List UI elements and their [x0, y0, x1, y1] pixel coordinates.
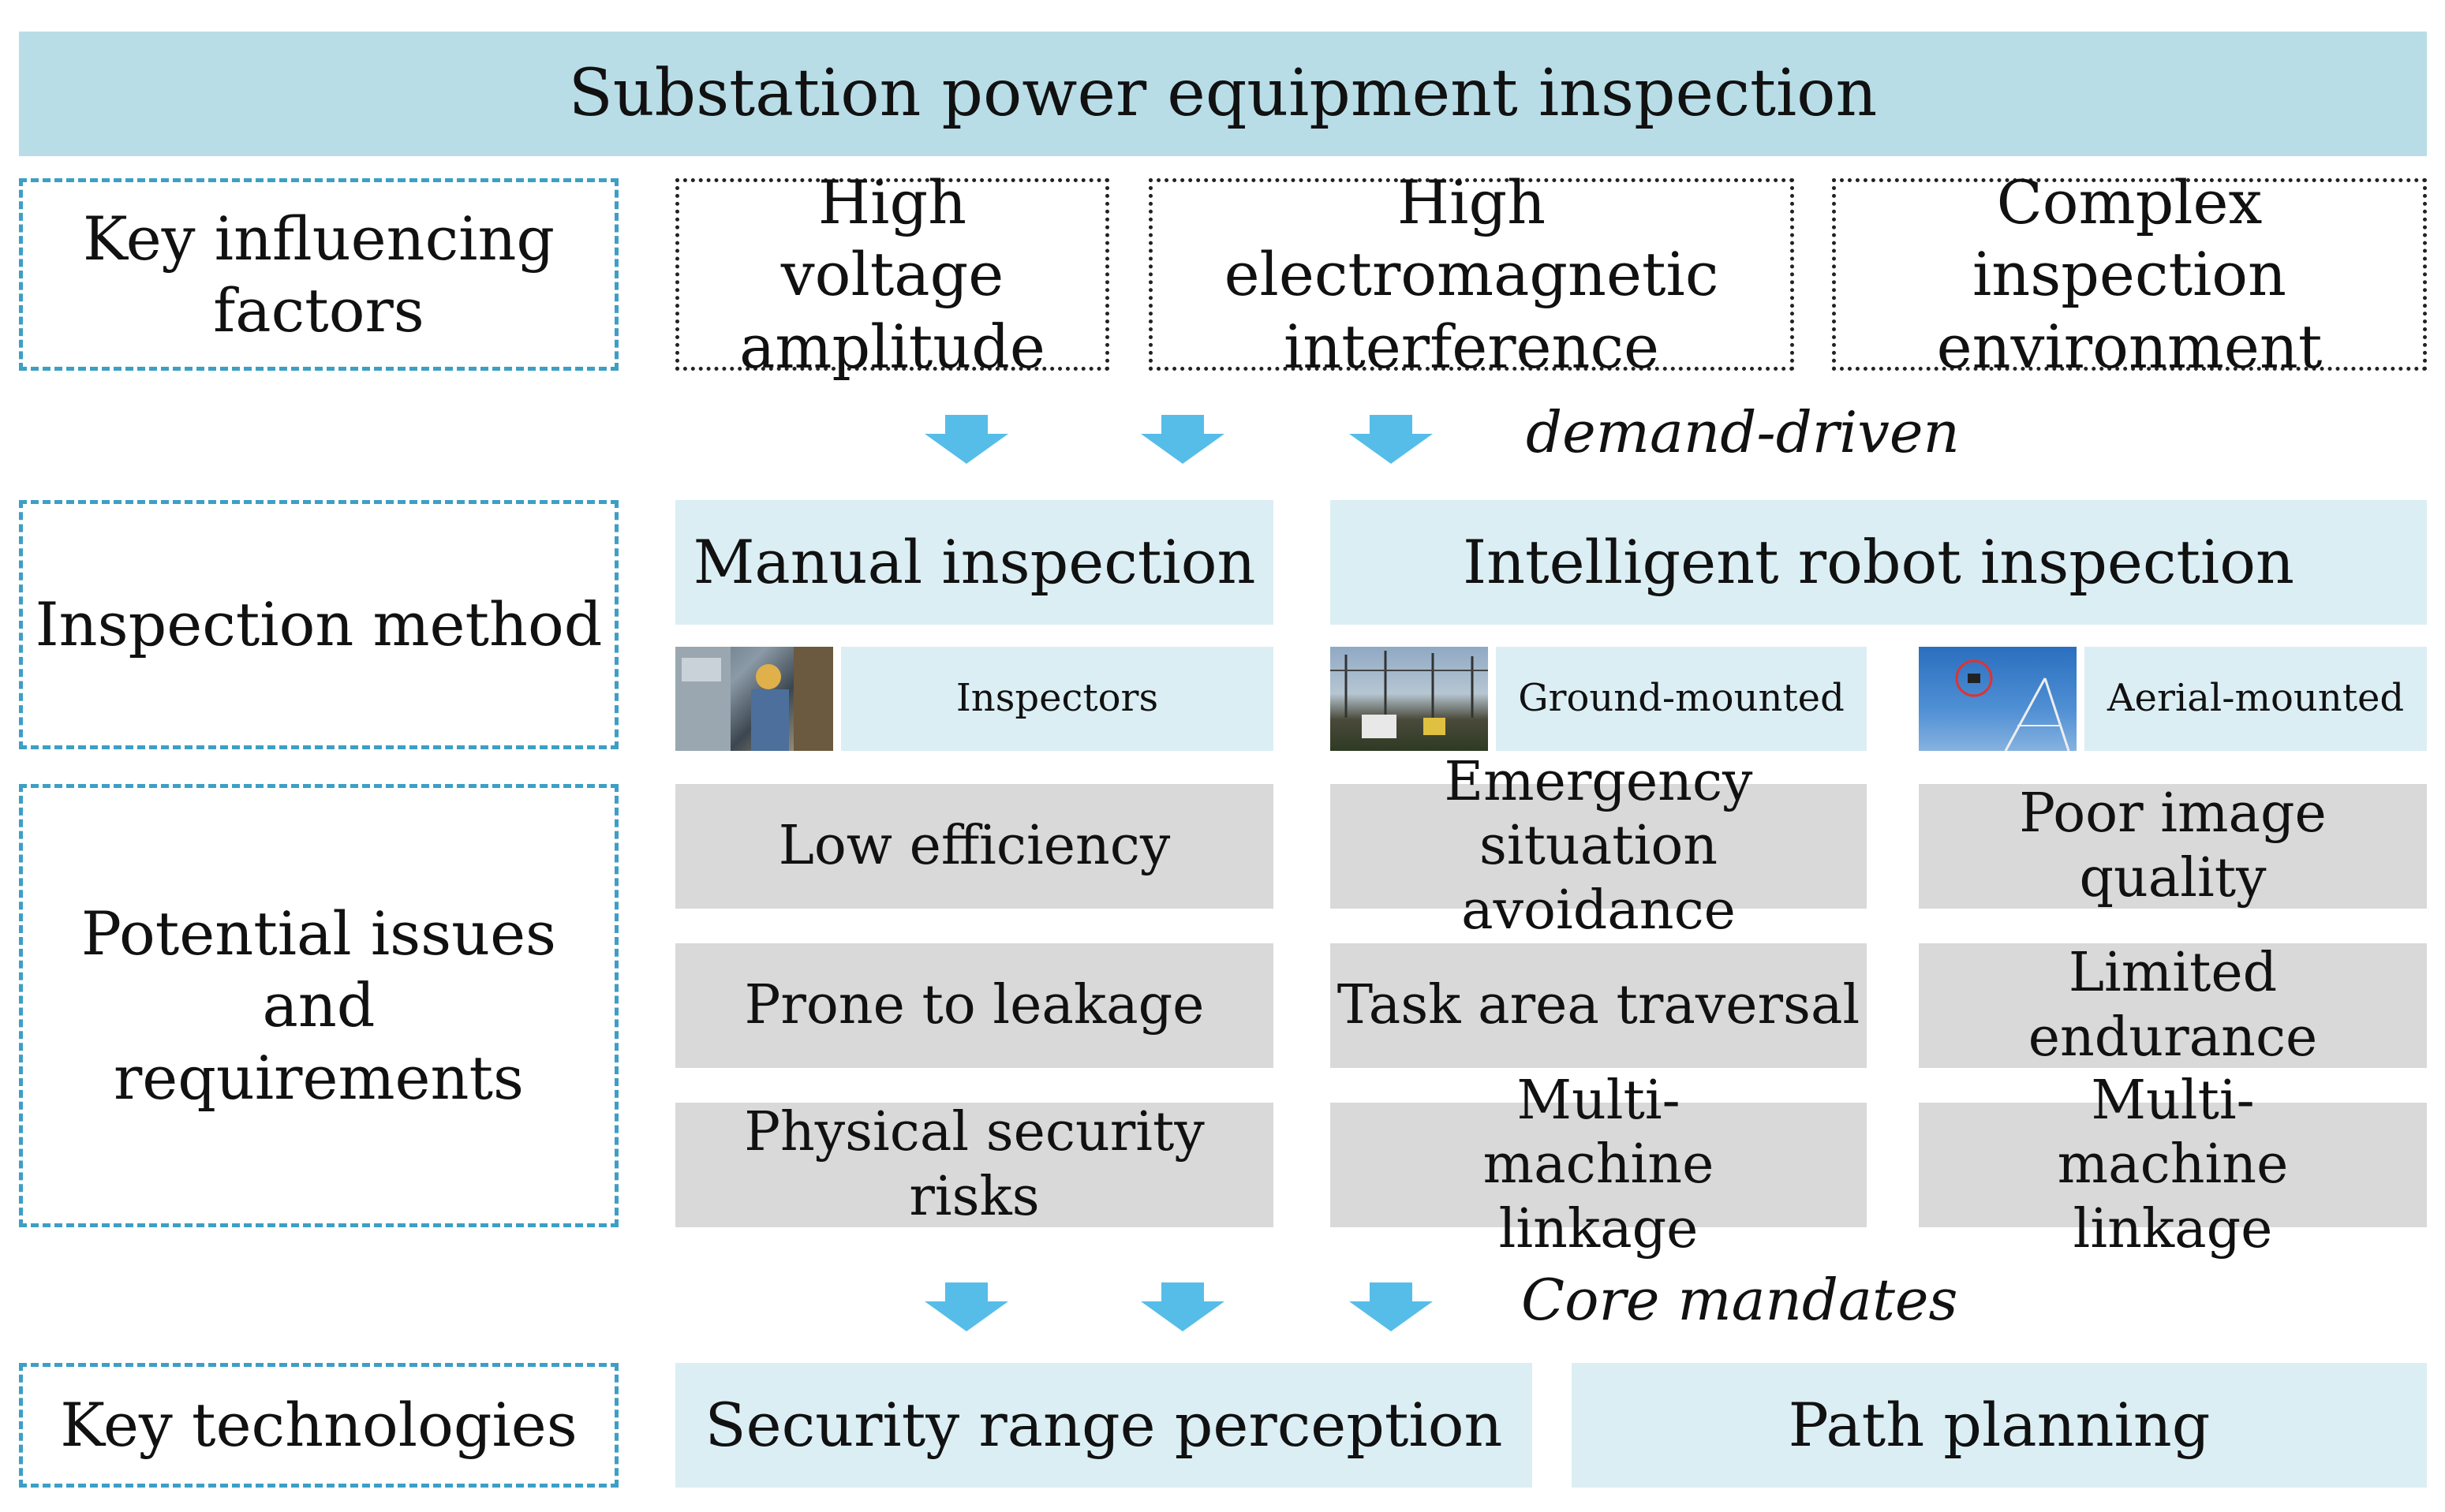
issue-manual-2: Prone to leakage [675, 943, 1273, 1068]
row-label-method: Inspection method [19, 500, 619, 749]
issue-aerial-2: Limited endurance [1919, 942, 2427, 1069]
down-arrow-icon [1349, 1282, 1433, 1331]
sublabel-ground-mounted: Ground-mounted [1496, 647, 1867, 751]
row-label-factors: Key influencing factors [19, 178, 619, 371]
down-arrow-icon [1349, 415, 1433, 464]
factor-electromagnetic-interference: High electromagnetic interference [1149, 167, 1794, 382]
row-label-issues: Potential issues and requirements [19, 784, 619, 1227]
issue-manual-1: Low efficiency [675, 784, 1273, 909]
tech-security-range-perception: Security range perception [675, 1363, 1532, 1488]
demand-driven-label: demand-driven [1526, 399, 1960, 465]
core-mandates-label: Core mandates [1521, 1267, 1958, 1333]
down-arrow-icon [925, 415, 1008, 464]
method-manual-inspection: Manual inspection [675, 500, 1273, 625]
aerial-drone-photo [1919, 647, 2077, 751]
sublabel-inspectors: Inspectors [841, 647, 1273, 751]
down-arrow-icon [925, 1282, 1008, 1331]
sublabel-aerial-mounted: Aerial-mounted [2084, 647, 2427, 751]
issue-ground-3: Multi-machine linkage [1330, 1070, 1867, 1260]
ground-robot-photo [1330, 647, 1488, 751]
method-robot-inspection: Intelligent robot inspection [1330, 500, 2427, 625]
issue-aerial-1: Poor image quality [1919, 782, 2427, 909]
inspector-photo [675, 647, 833, 751]
issue-ground-2: Task area traversal [1330, 943, 1867, 1068]
down-arrow-icon [1141, 415, 1224, 464]
issue-aerial-3: Multi-machine linkage [1919, 1070, 2427, 1260]
down-arrow-icon [1141, 1282, 1224, 1331]
diagram-title: Substation power equipment inspection [19, 32, 2427, 156]
issue-ground-1: Emergency situation avoidance [1330, 751, 1867, 942]
tech-path-planning: Path planning [1572, 1363, 2427, 1488]
factor-complex-environment: Complex inspection environment [1832, 167, 2427, 382]
row-label-technologies: Key technologies [19, 1363, 619, 1488]
factor-high-voltage: High voltage amplitude [675, 167, 1109, 382]
issue-manual-3: Physical security risks [675, 1101, 1273, 1228]
